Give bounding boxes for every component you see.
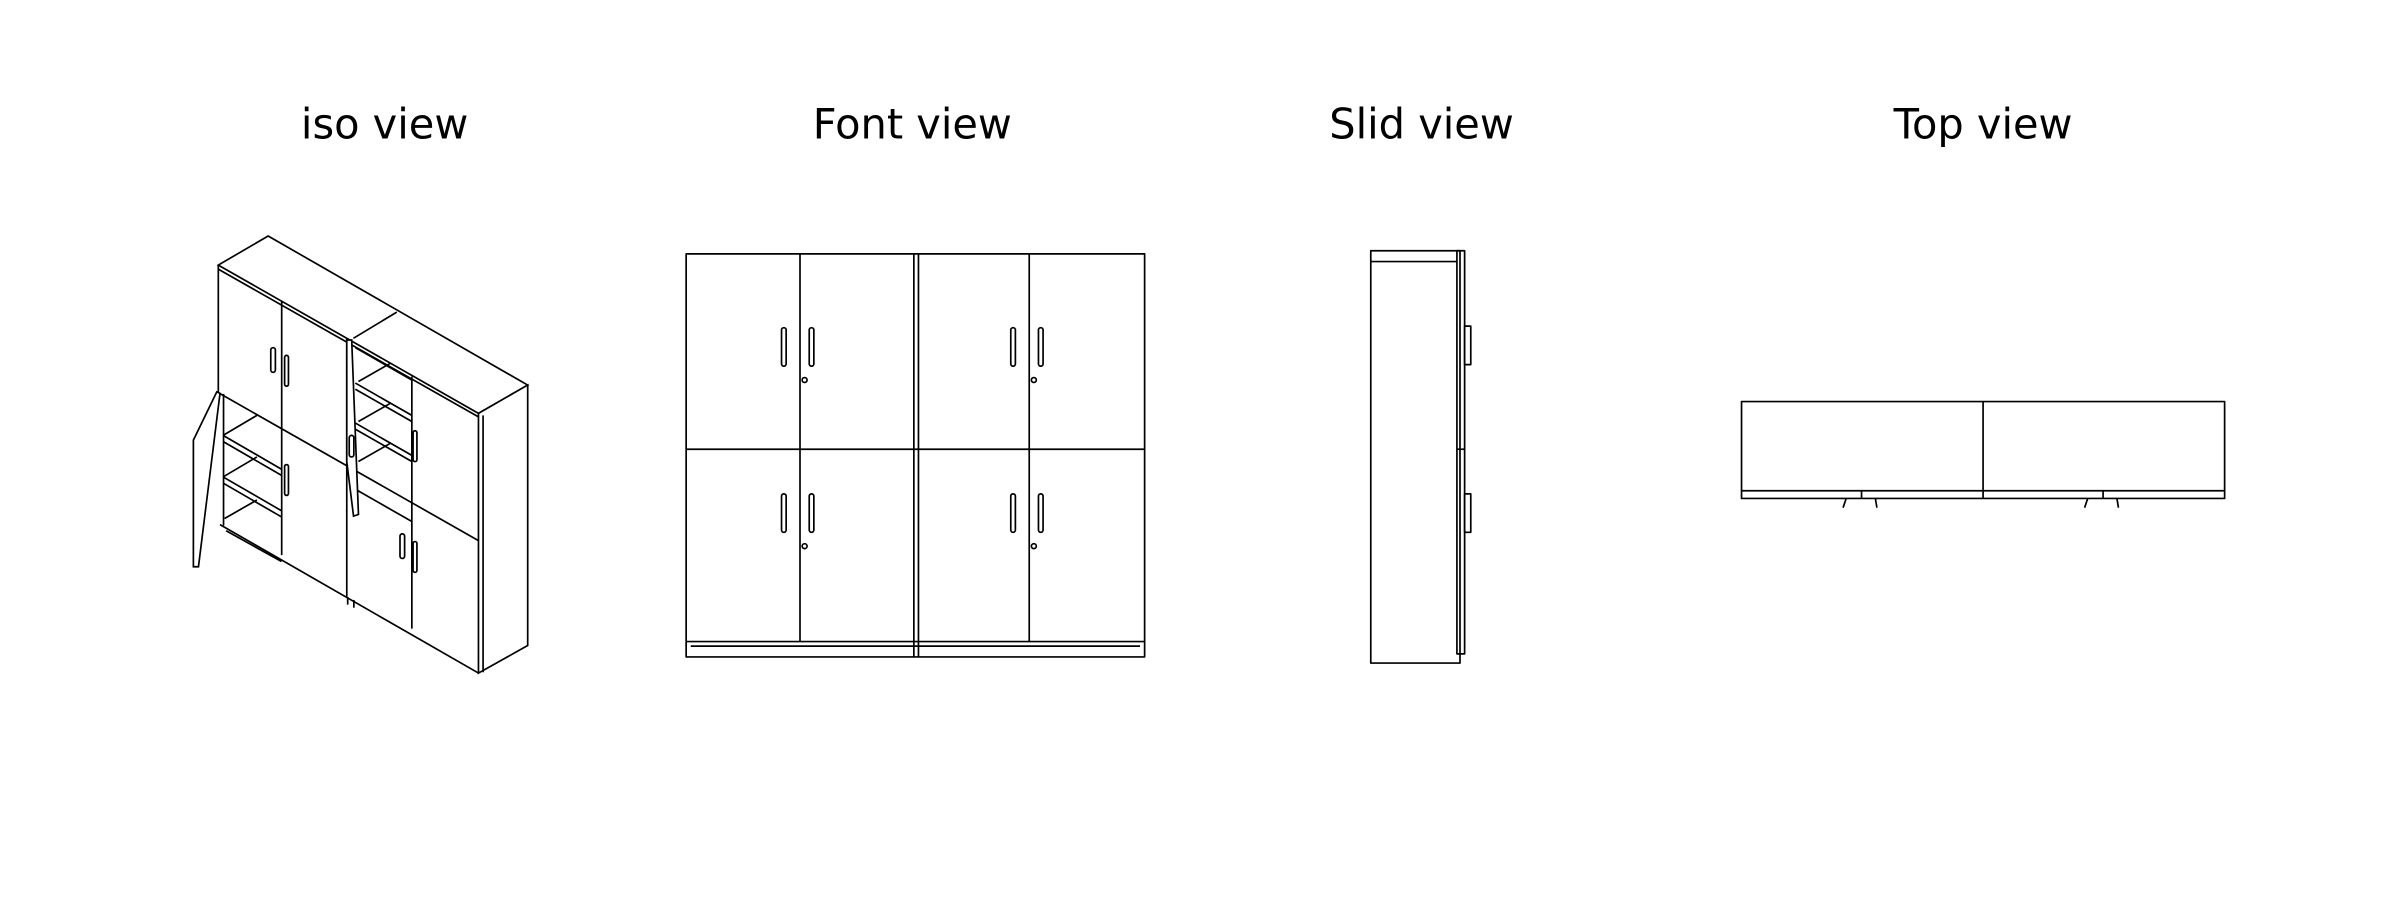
front-view-drawing xyxy=(685,253,1146,658)
iso-view-drawing xyxy=(192,235,530,675)
open-middle-door xyxy=(345,339,360,518)
iso-view-title: iso view xyxy=(301,99,468,148)
top-view-title: Top view xyxy=(1893,99,2073,148)
front-view-title: Font view xyxy=(813,99,1012,148)
side-view-title: Slid view xyxy=(1329,99,1514,148)
open-left-door xyxy=(192,390,221,568)
front-handles xyxy=(780,326,1044,550)
side-view-drawing xyxy=(1369,249,1472,664)
top-view-drawing xyxy=(1740,400,2226,508)
